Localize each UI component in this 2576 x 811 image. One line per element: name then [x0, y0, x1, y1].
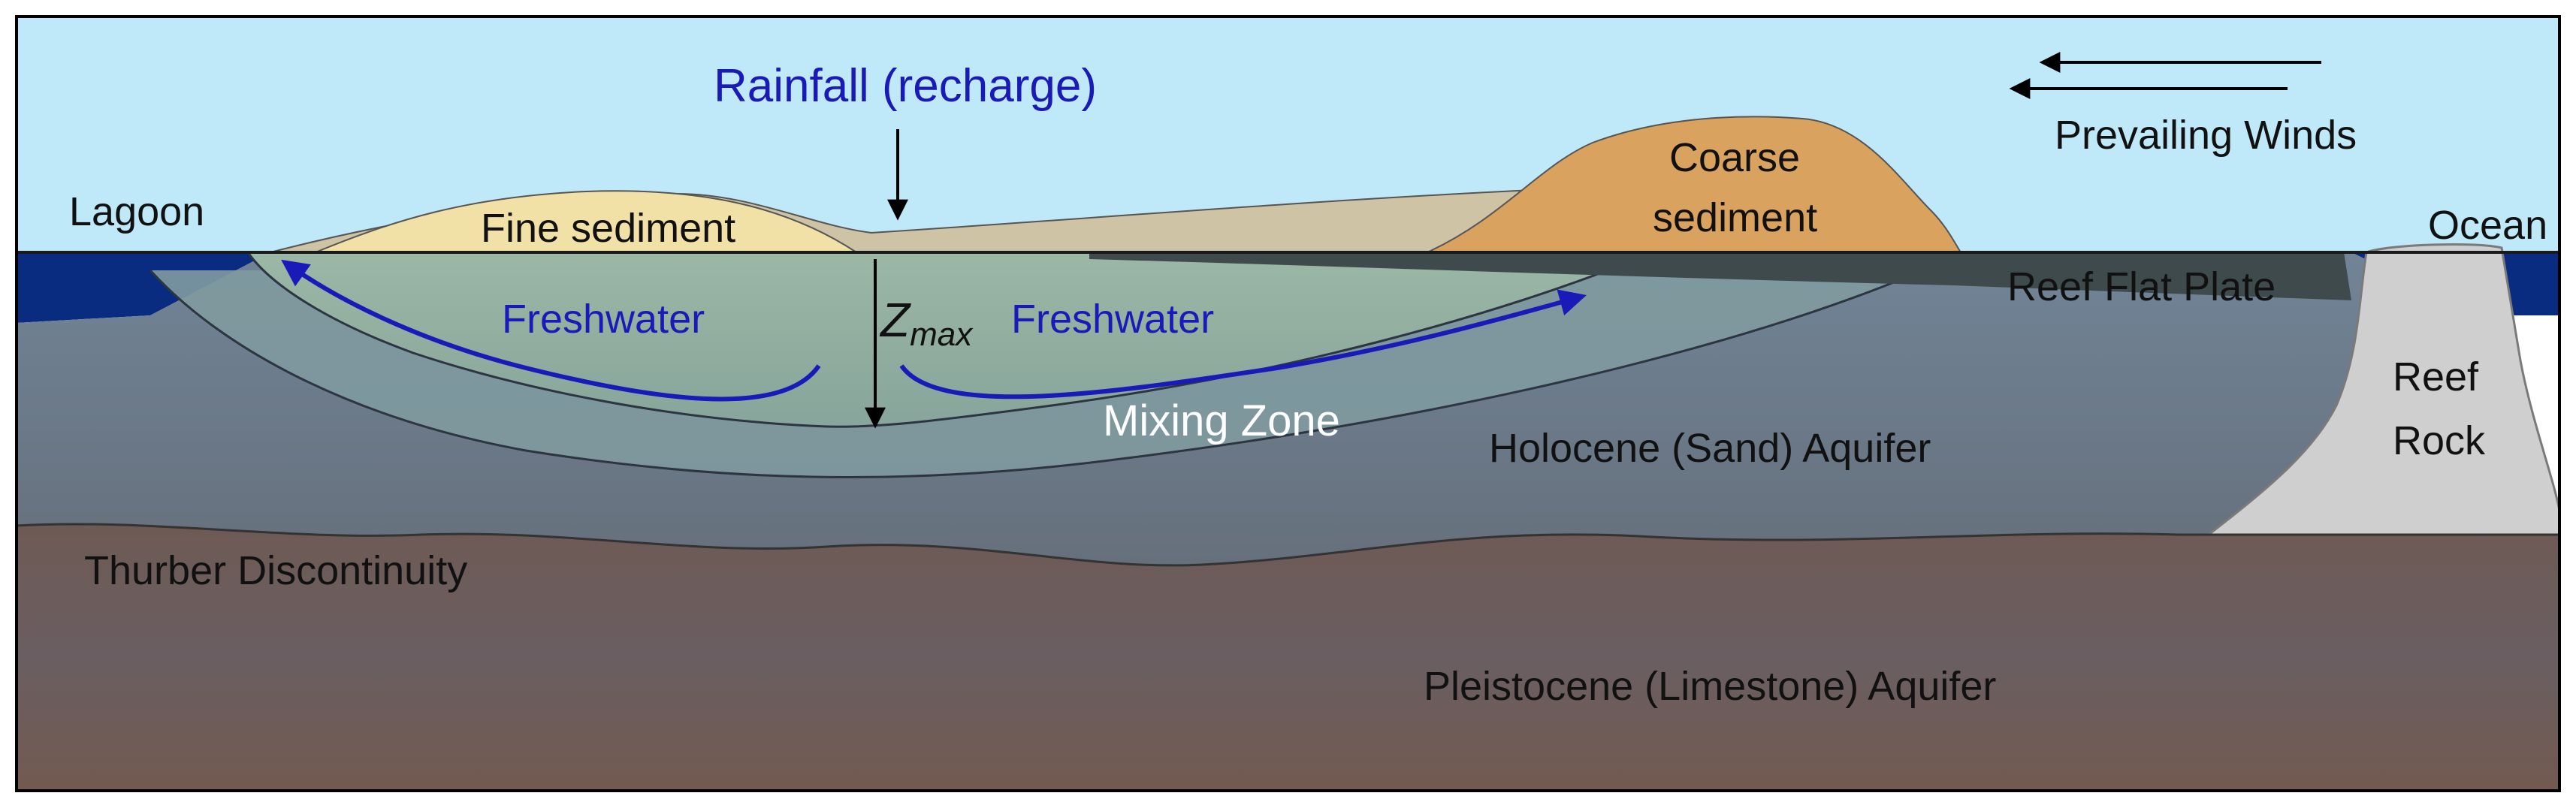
fine-sediment-label: Fine sediment [481, 206, 735, 251]
flow-arrow-right [899, 289, 1587, 399]
reef-rock-label-line2: Rock [2393, 418, 2486, 463]
reef-flat-plate [1089, 252, 2351, 300]
flow-arrow-left [281, 259, 821, 402]
mixing-boundary [149, 269, 1924, 478]
prevailing-winds-label: Prevailing Winds [2055, 113, 2357, 158]
freshwater-left-label: Freshwater [502, 297, 705, 342]
coarse-sediment-label-line1: Coarse [1669, 135, 1800, 180]
pleistocene-layer [17, 523, 2559, 791]
freshwater-right-label: Freshwater [1011, 297, 1214, 342]
rainfall-label: Rainfall (recharge) [714, 60, 1097, 112]
thurber-boundary [16, 523, 2559, 567]
zmax-subscript: max [910, 316, 974, 353]
mixing-zone-label: Mixing Zone [1103, 396, 1340, 445]
pleistocene-aquifer-label: Pleistocene (Limestone) Aquifer [1424, 664, 1996, 709]
lagoon-water [17, 252, 270, 323]
zmax-main: Z [879, 293, 911, 347]
ocean-label: Ocean [2428, 203, 2547, 248]
coarse-sediment-mound [1427, 116, 1962, 253]
holocene-aquifer-label: Holocene (Sand) Aquifer [1489, 426, 1931, 471]
thurber-discontinuity-label: Thurber Discontinuity [84, 548, 467, 593]
lagoon-label: Lagoon [69, 189, 204, 234]
reef-rock-label-line1: Reef [2393, 354, 2479, 399]
lens-boundary [246, 251, 1653, 428]
zmax-label: Zmax [879, 293, 974, 353]
reef-flat-plate-label: Reef Flat Plate [2007, 264, 2276, 309]
coarse-sediment-label-line2: sediment [1653, 195, 1817, 240]
frame [15, 15, 2561, 792]
fine-sediment-mound [315, 190, 859, 253]
